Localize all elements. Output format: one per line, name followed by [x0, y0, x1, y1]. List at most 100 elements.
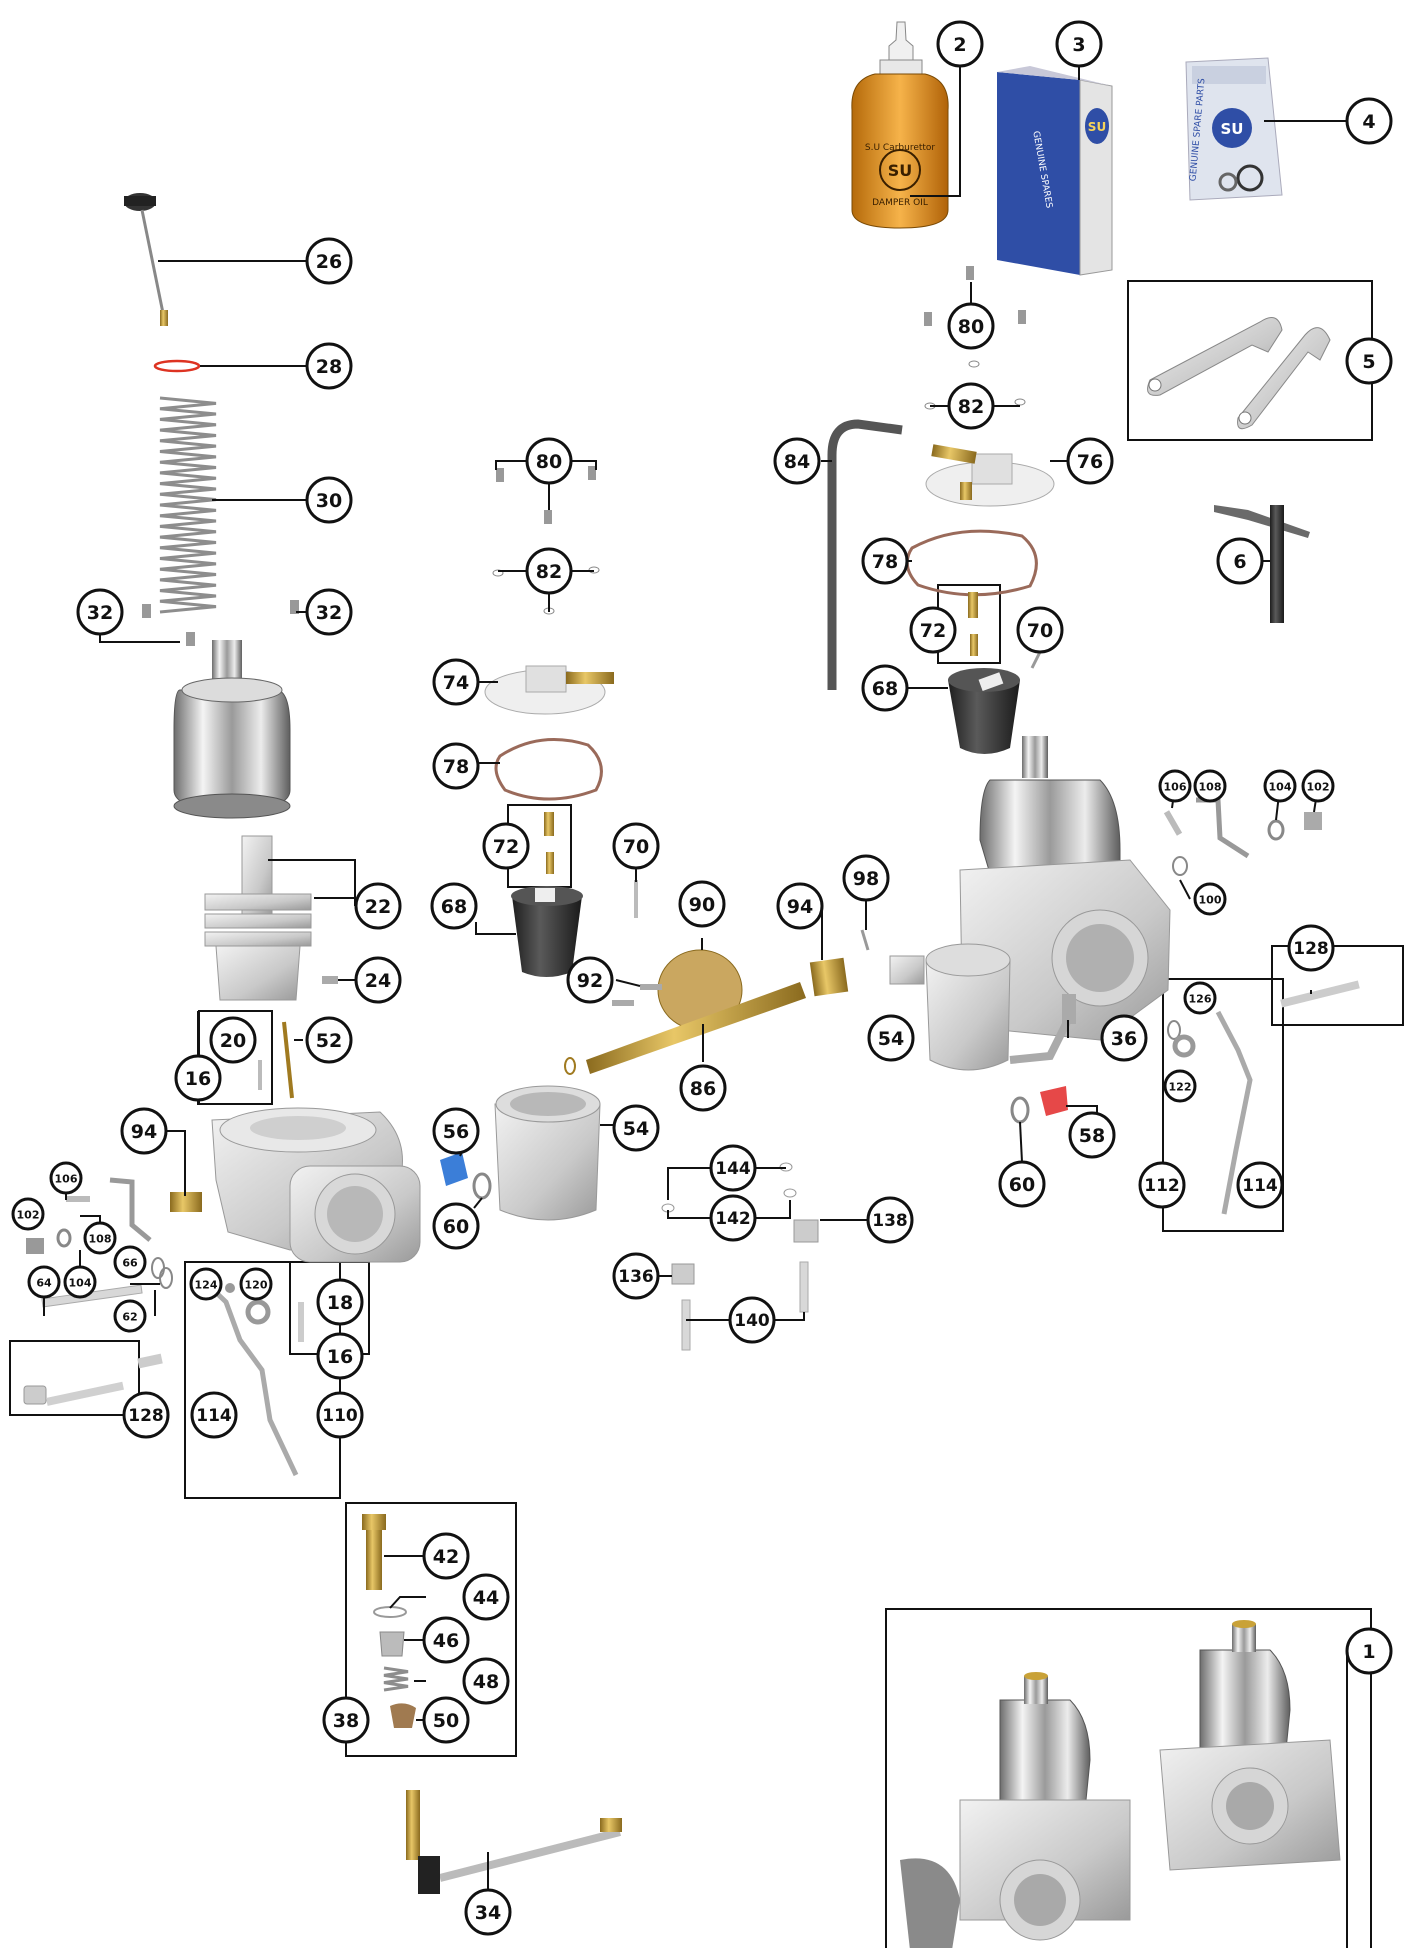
callout-circle: [239, 1267, 273, 1301]
callout-circle: [861, 537, 909, 585]
callout-5: 5: [1345, 337, 1393, 385]
callout-138: 138: [866, 1196, 914, 1244]
callout-circle: [947, 382, 995, 430]
callout-number: 68: [872, 678, 898, 700]
callout-78: 78: [432, 742, 480, 790]
float-cover-76: [925, 444, 1055, 507]
float-68-middle: [511, 886, 583, 977]
carburettor-body-left: [211, 1107, 421, 1263]
callout-112: 112: [1138, 1161, 1186, 1209]
callout-circle: [947, 302, 995, 350]
callout-circle: [113, 1245, 147, 1279]
callout-circle: [305, 342, 353, 390]
callout-82: 82: [947, 382, 995, 430]
callout-number: 104: [69, 1277, 92, 1290]
callout-circle: [728, 1296, 776, 1344]
screw-24: [322, 976, 338, 984]
float-68-right: [948, 668, 1020, 754]
screws-80-middle: [496, 466, 596, 524]
callout-number: 100: [1199, 894, 1222, 907]
callout-circle: [354, 882, 402, 930]
callout-114: 114: [190, 1391, 238, 1439]
adjust-screw-128-left: [23, 1353, 163, 1406]
callout-76: 76: [1066, 437, 1114, 485]
callout-128: 128: [122, 1391, 170, 1439]
callout-number: 6: [1233, 551, 1246, 573]
callout-number: 78: [872, 551, 898, 573]
callout-number: 20: [220, 1030, 246, 1052]
callout-number: 76: [1077, 451, 1103, 473]
callout-circle: [422, 1616, 470, 1664]
callout-circle: [305, 1016, 353, 1064]
callout-102: 102: [1301, 769, 1335, 803]
callout-number: 16: [185, 1068, 211, 1090]
callout-72: 72: [482, 822, 530, 870]
callout-number: 36: [1111, 1028, 1137, 1050]
callout-circle: [842, 854, 890, 902]
piston-22: [204, 835, 312, 1001]
callout-number: 108: [89, 1233, 112, 1246]
callout-number: 24: [365, 970, 391, 992]
callout-circle: [678, 880, 726, 928]
callout-number: 70: [1027, 620, 1053, 642]
bush-94-middle: [809, 957, 849, 997]
callout-number: 66: [122, 1257, 138, 1270]
callout-circle: [49, 1161, 83, 1195]
callout-circle: [430, 882, 478, 930]
washer-60-middle: [472, 1172, 492, 1200]
callout-circle: [422, 1696, 470, 1744]
callout-circle: [1345, 1627, 1393, 1675]
callout-circle: [189, 1267, 223, 1301]
callout-72: 72: [909, 606, 957, 654]
callout-number: 48: [473, 1671, 499, 1693]
callout-80: 80: [947, 302, 995, 350]
callout-number: 98: [853, 868, 879, 890]
callout-42: 42: [422, 1532, 470, 1580]
callout-36: 36: [1100, 1014, 1148, 1062]
callout-104: 104: [63, 1265, 97, 1299]
callout-16: 16: [174, 1054, 222, 1102]
callout-number: 68: [441, 896, 467, 918]
callout-70: 70: [612, 822, 660, 870]
callout-136: 136: [612, 1252, 660, 1300]
callout-number: 142: [715, 1209, 751, 1229]
group-boxes: [9, 280, 1404, 1948]
callout-circle: [432, 658, 480, 706]
callout-number: 5: [1362, 351, 1375, 373]
callout-circle: [120, 1107, 168, 1155]
callout-16: 16: [316, 1332, 364, 1380]
callout-circle: [305, 237, 353, 285]
callout-circle: [316, 1332, 364, 1380]
screws-92: [612, 984, 662, 1006]
callout-number: 108: [1199, 781, 1222, 794]
callout-circle: [998, 1160, 1046, 1208]
callout-number: 128: [1293, 939, 1329, 959]
spanners: [1147, 317, 1331, 430]
callout-circle: [11, 1197, 45, 1231]
callout-104: 104: [1263, 769, 1297, 803]
callout-circle: [354, 956, 402, 1004]
callout-circle: [936, 20, 984, 68]
callout-circle: [27, 1265, 61, 1299]
callout-circle: [1216, 537, 1264, 585]
callout-circle: [76, 588, 124, 636]
callout-number: 54: [623, 1118, 649, 1140]
callout-number: 32: [316, 602, 342, 624]
callout-circle: [83, 1221, 117, 1255]
o-ring-28: [153, 359, 201, 373]
callout-128: 128: [1287, 924, 1335, 972]
callout-circle: [464, 1888, 512, 1936]
clip-58: [1040, 1086, 1068, 1116]
callout-circle: [566, 956, 614, 1004]
callout-106: 106: [1158, 769, 1192, 803]
callout-circle: [1100, 1014, 1148, 1062]
suction-chamber-left: [173, 640, 291, 819]
callout-number: 144: [715, 1159, 751, 1179]
callout-6: 6: [1216, 537, 1264, 585]
callout-number: 70: [623, 836, 649, 858]
washer-60-right: [1010, 1096, 1030, 1124]
callout-66: 66: [113, 1245, 147, 1279]
callout-circle: [209, 1016, 257, 1064]
